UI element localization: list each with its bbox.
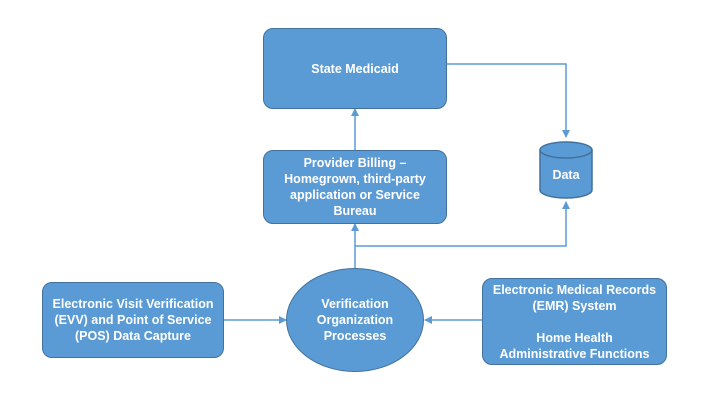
emr-line-1: Electronic Medical Records [492, 282, 657, 297]
provider-billing-line-2: Homegrown, third-party [284, 172, 426, 186]
provider-billing-line-4: Bureau [333, 204, 377, 218]
evv-line-1: Electronic Visit Verification [52, 297, 214, 311]
edge-medicaid-data [441, 60, 570, 138]
state-medicaid-label: State Medicaid [311, 61, 399, 76]
emr-line-2: (EMR) System [532, 298, 617, 313]
data-cylinder [539, 141, 593, 199]
evv-node: Electronic Visit Verification (EVV) and … [42, 282, 224, 358]
edge-verification-to-data [355, 201, 570, 247]
emr-line-4: Administrative Functions [499, 346, 650, 361]
verification-node: Verification Organization Processes [286, 268, 424, 372]
verification-line-3: Processes [323, 329, 387, 343]
provider-billing-node: Provider Billing – Homegrown, third-part… [263, 150, 447, 224]
emr-node: Electronic Medical Records (EMR) System … [482, 278, 667, 365]
emr-line-3: Home Health [536, 330, 613, 345]
state-medicaid-node: State Medicaid [263, 28, 447, 109]
verification-line-1: Verification [321, 297, 389, 311]
provider-billing-line-1: Provider Billing – [303, 156, 407, 170]
evv-line-2: (EVV) and Point of Service [54, 313, 212, 327]
verification-line-2: Organization [316, 313, 394, 327]
data-label: Data [552, 168, 580, 182]
provider-billing-line-3: application or Service [290, 188, 420, 202]
evv-line-3: (POS) Data Capture [75, 329, 191, 343]
